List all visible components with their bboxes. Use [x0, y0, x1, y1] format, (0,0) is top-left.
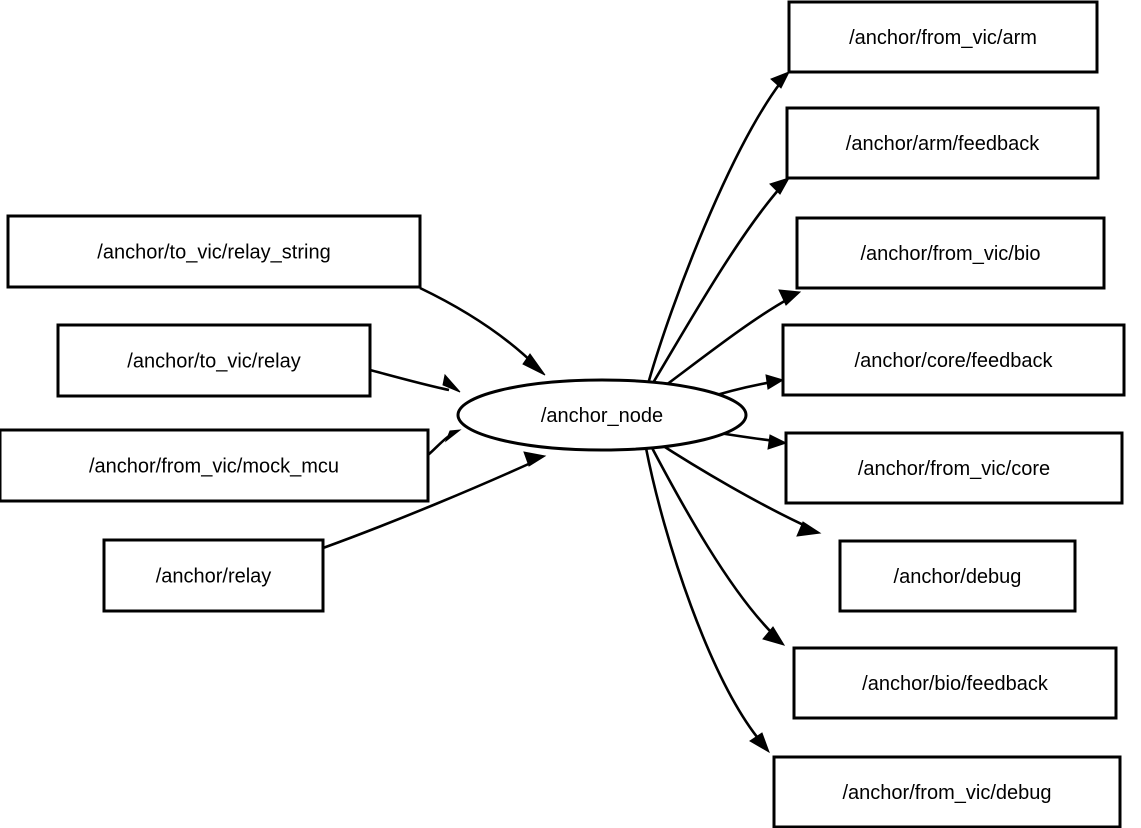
- edge-line: [419, 286, 539, 369]
- edge-arrowhead-icon: [769, 177, 791, 195]
- edge-arrowhead-icon: [442, 373, 461, 393]
- graph-edge: [322, 451, 547, 550]
- topic-box-arm-feedback[interactable]: /anchor/arm/feedback: [785, 106, 1100, 180]
- edge-line: [322, 460, 534, 550]
- topic-box-outline: [0, 428, 430, 503]
- topic-box-outline: [772, 755, 1122, 828]
- edge-arrowhead-icon: [762, 626, 786, 646]
- topic-box-bio-feedback[interactable]: /anchor/bio/feedback: [792, 646, 1118, 720]
- edge-line: [653, 438, 811, 530]
- topic-box-outline: [6, 214, 422, 289]
- edge-arrowhead-icon: [770, 71, 791, 89]
- graph-edge: [644, 447, 770, 754]
- edge-line: [653, 296, 791, 396]
- graph-edge: [419, 286, 546, 376]
- graph-edge: [427, 429, 462, 456]
- topic-box-outline: [795, 216, 1106, 290]
- edge-line: [644, 447, 763, 743]
- edge-arrowhead-icon: [749, 732, 770, 754]
- center-node-anchor-node[interactable]: /anchor_node: [456, 378, 748, 452]
- edge-arrowhead-icon: [778, 289, 802, 306]
- topic-box-from-vic-debug[interactable]: /anchor/from_vic/debug: [772, 755, 1122, 828]
- topic-box-outline: [787, 0, 1099, 74]
- topic-box-outline: [56, 323, 372, 398]
- edge-line: [648, 187, 781, 389]
- edge-arrowhead-icon: [444, 429, 462, 443]
- center-node-layer: /anchor_node: [456, 378, 748, 452]
- topic-box-core-feedback[interactable]: /anchor/core/feedback: [781, 323, 1126, 397]
- edge-arrowhead-icon: [522, 353, 546, 376]
- topic-box-from-vic-bio[interactable]: /anchor/from_vic/bio: [795, 216, 1106, 290]
- graph-edge: [653, 438, 822, 537]
- topic-box-from-vic-mock-mcu[interactable]: /anchor/from_vic/mock_mcu: [0, 428, 430, 503]
- edge-arrowhead-icon: [765, 374, 785, 390]
- graph-edge: [648, 177, 791, 389]
- topic-box-outline: [102, 538, 325, 613]
- topic-box-outline: [792, 646, 1118, 720]
- node-ellipse-outline: [456, 378, 748, 452]
- topic-box-outline: [785, 106, 1100, 180]
- topic-box-outline: [781, 323, 1126, 397]
- topic-box-outline: [784, 431, 1124, 505]
- edge-line: [369, 368, 450, 392]
- edge-arrowhead-icon: [796, 521, 822, 537]
- topic-box-anchor-relay[interactable]: /anchor/relay: [102, 538, 325, 613]
- edge-line: [648, 443, 776, 637]
- edge-arrowhead-icon: [767, 434, 788, 450]
- topic-box-to-vic-relay-string[interactable]: /anchor/to_vic/relay_string: [6, 214, 422, 289]
- topic-box-anchor-debug[interactable]: /anchor/debug: [838, 539, 1077, 613]
- graph-edge: [653, 289, 802, 396]
- topic-box-outline: [838, 539, 1077, 613]
- graph-edge: [369, 368, 461, 393]
- topic-box-from-vic-core[interactable]: /anchor/from_vic/core: [784, 431, 1124, 505]
- topic-box-from-vic-arm[interactable]: /anchor/from_vic/arm: [787, 0, 1099, 74]
- edge-line: [646, 81, 783, 385]
- topic-box-to-vic-relay[interactable]: /anchor/to_vic/relay: [56, 323, 372, 398]
- graph-edge: [646, 71, 791, 385]
- graph-edge: [648, 443, 786, 646]
- edge-line: [427, 434, 450, 456]
- edge-arrowhead-icon: [523, 451, 547, 467]
